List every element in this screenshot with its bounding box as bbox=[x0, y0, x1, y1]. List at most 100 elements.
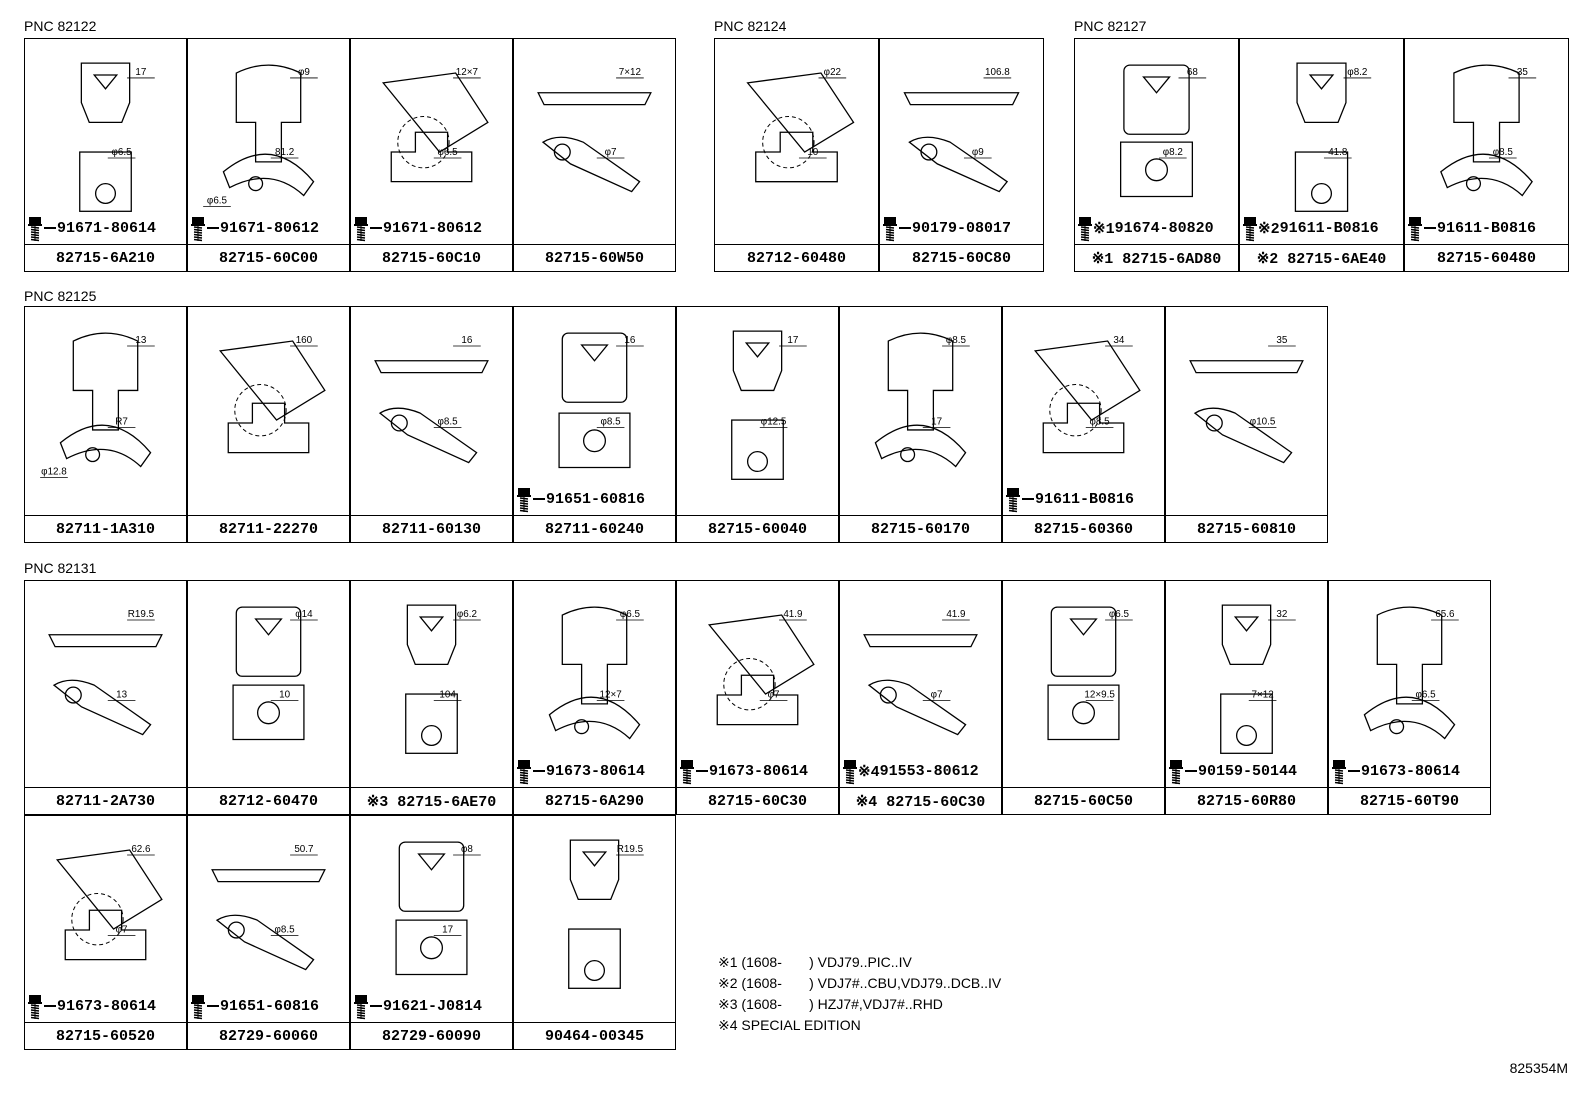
dimension-label: 32 bbox=[1276, 609, 1287, 620]
fastener-callout: 91673-80614 bbox=[1331, 757, 1460, 785]
dimension-label: 16 bbox=[461, 335, 472, 346]
dimension-label: φ7 bbox=[768, 690, 780, 701]
dimension-label: 41.9 bbox=[783, 609, 803, 620]
fastener-callout: 91651-60816 bbox=[516, 485, 645, 513]
dimension-label: 106.8 bbox=[985, 67, 1010, 78]
leader-line bbox=[1348, 770, 1360, 772]
fastener-number: 91673-80614 bbox=[57, 997, 157, 1015]
part-number: 82715-60C80 bbox=[880, 244, 1043, 271]
part-number: 90464-00345 bbox=[514, 1022, 675, 1049]
bolt-icon bbox=[354, 995, 368, 1020]
part-number: 82711-60240 bbox=[514, 515, 675, 542]
fastener-callout: 90179-08017 bbox=[882, 214, 1011, 242]
fastener-callout: 91611-B0816 bbox=[1407, 214, 1536, 242]
bolt-icon bbox=[354, 217, 368, 242]
bolt-icon bbox=[680, 760, 694, 785]
dimension-label: 35 bbox=[1276, 335, 1287, 346]
dimension-label: φ6.5 bbox=[1109, 609, 1130, 620]
part-number: ※4 82715-60C30 bbox=[840, 787, 1001, 814]
leader-line bbox=[370, 227, 382, 229]
part-number: 82711-2A730 bbox=[25, 787, 186, 814]
dimension-label: φ8.5 bbox=[275, 925, 296, 936]
part-number: 82711-60130 bbox=[351, 515, 512, 542]
dimension-label: φ8.5 bbox=[946, 335, 967, 346]
footnote-line: ※4 SPECIAL EDITION bbox=[718, 1017, 861, 1033]
dimension-label: 16 bbox=[624, 335, 635, 346]
footnotes: ※1 (1608- ) VDJ79..PIC..IV※2 (1608- ) VD… bbox=[718, 952, 1001, 1036]
dimension-label: 7×12 bbox=[1251, 690, 1273, 701]
part-illustration: φ8.241.8 bbox=[1294, 62, 1372, 212]
leader-line bbox=[370, 1005, 382, 1007]
footnote-line: ※1 (1608- ) VDJ79..PIC..IV bbox=[718, 954, 912, 970]
bolt-icon bbox=[1332, 760, 1346, 785]
part-number: 82715-60810 bbox=[1166, 515, 1327, 542]
fastener-callout: 91671-80614 bbox=[27, 214, 156, 242]
leader-line bbox=[44, 1005, 56, 1007]
fastener-callout: 91611-B0816 bbox=[1005, 485, 1134, 513]
fastener-callout: 91673-80614 bbox=[516, 757, 645, 785]
dimension-label: φ8.2 bbox=[1347, 67, 1367, 78]
part-number: 82729-60090 bbox=[351, 1022, 512, 1049]
part-illustration: 41.9 φ7 bbox=[707, 609, 815, 726]
dimension-label: φ8.5 bbox=[438, 417, 459, 428]
part-number: 82711-22270 bbox=[188, 515, 349, 542]
part-number: ※1 82715-6AD80 bbox=[1075, 244, 1238, 271]
fastener-number: 91621-J0814 bbox=[383, 997, 483, 1015]
fastener-number: 91651-60816 bbox=[546, 490, 646, 508]
bolt-icon bbox=[517, 488, 531, 513]
dimension-label: φ6.5 bbox=[438, 147, 459, 158]
dimension-label: 81.2 bbox=[275, 147, 294, 158]
dimension-label: 17 bbox=[442, 925, 453, 936]
fastener-number: 91553-80612 bbox=[879, 762, 979, 780]
part-number: ※2 82715-6AE40 bbox=[1240, 244, 1403, 271]
bolt-icon bbox=[1243, 217, 1257, 242]
part-illustration: 106.8φ9 bbox=[903, 67, 1020, 193]
part-cell[interactable]: 16 φ8.5 82711-60130 bbox=[350, 306, 513, 543]
fastener-number: 90179-08017 bbox=[912, 219, 1012, 237]
part-cell[interactable]: 160 82711-22270 bbox=[187, 306, 350, 543]
dimension-label: φ8.5 bbox=[1493, 147, 1514, 158]
leader-line bbox=[696, 770, 708, 772]
part-number: 82715-60R80 bbox=[1166, 787, 1327, 814]
dimension-label: 160 bbox=[296, 335, 313, 346]
part-number: 82715-60C50 bbox=[1003, 787, 1164, 814]
part-number: 82715-60C10 bbox=[351, 244, 512, 271]
dimension-label: φ6.5 bbox=[207, 195, 228, 206]
